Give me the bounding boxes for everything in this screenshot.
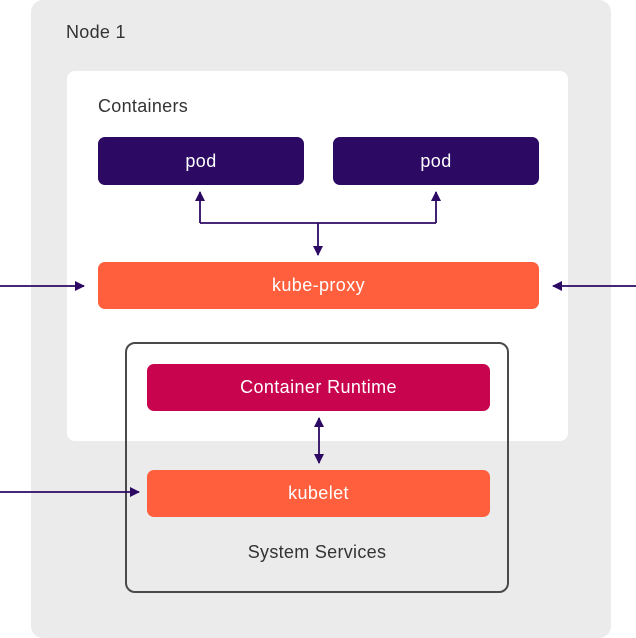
system-services-label: System Services	[247, 542, 387, 562]
kubelet-box: kubelet	[147, 470, 490, 517]
node-label: Node 1	[66, 22, 126, 42]
kube-proxy-box: kube-proxy	[98, 262, 539, 309]
pod-box-left: pod	[98, 137, 304, 185]
system-services-panel	[125, 342, 509, 593]
containers-label: Containers	[98, 96, 189, 116]
pod-box-right: pod	[333, 137, 539, 185]
container-runtime-box: Container Runtime	[147, 364, 490, 411]
